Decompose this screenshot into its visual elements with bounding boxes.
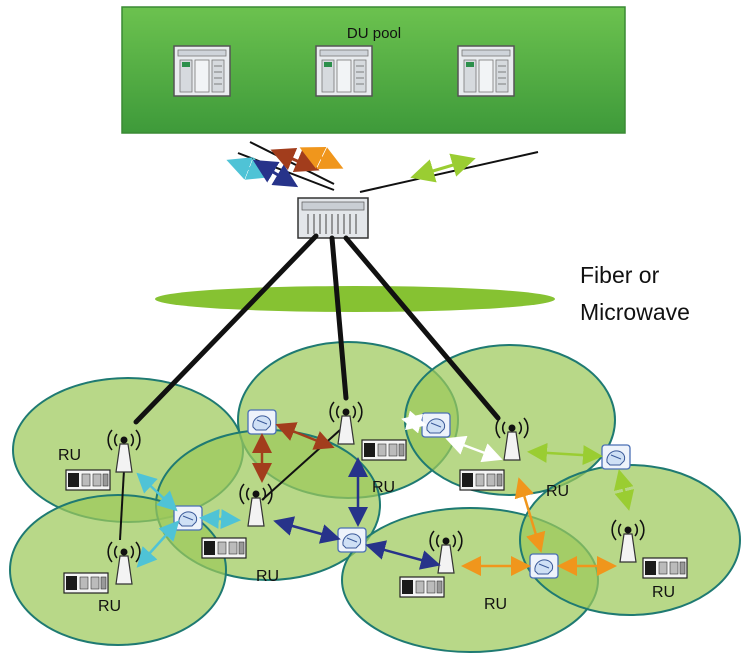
ru-label: RU: [372, 479, 395, 496]
rack-server-icon: [457, 45, 515, 97]
transport-band: [155, 286, 555, 312]
ru-label: RU: [256, 568, 279, 585]
ru-label: RU: [98, 598, 121, 615]
radio-unit-box-icon: [399, 576, 445, 598]
ru-labels: RU RU RU RU RU RU RU: [58, 447, 675, 615]
mobile-user-icon: [421, 412, 451, 438]
mobile-user-icon: [337, 527, 367, 553]
rack-server-icon: [173, 45, 231, 97]
du-hub-links: [226, 141, 539, 193]
mobile-user-icon: [529, 553, 559, 579]
radio-unit-box-icon: [201, 537, 247, 559]
du-pool: DU pool: [121, 6, 626, 134]
ru-label: RU: [652, 584, 675, 601]
ru-label: RU: [58, 447, 81, 464]
radio-links: [136, 410, 635, 576]
radio-unit-box-icon: [459, 469, 505, 491]
radio-unit-box-icon: [63, 572, 109, 594]
du-pool-title: DU pool: [347, 25, 401, 42]
mobile-user-icon: [247, 409, 277, 435]
radio-unit-box-icon: [65, 469, 111, 491]
rack-server-icon: [315, 45, 373, 97]
radio-unit-box-icon: [642, 557, 688, 579]
ru-label: RU: [484, 596, 507, 613]
transport-label-line2: Microwave: [580, 299, 690, 325]
transport-label-line1: Fiber or: [580, 262, 660, 288]
switch-hub-icon: [297, 197, 369, 239]
radio-unit-box-icon: [361, 439, 407, 461]
mobile-user-icon: [173, 505, 203, 531]
ru-label: RU: [546, 483, 569, 500]
mobile-user-icon: [601, 444, 631, 470]
trunk-links: [133, 233, 501, 425]
